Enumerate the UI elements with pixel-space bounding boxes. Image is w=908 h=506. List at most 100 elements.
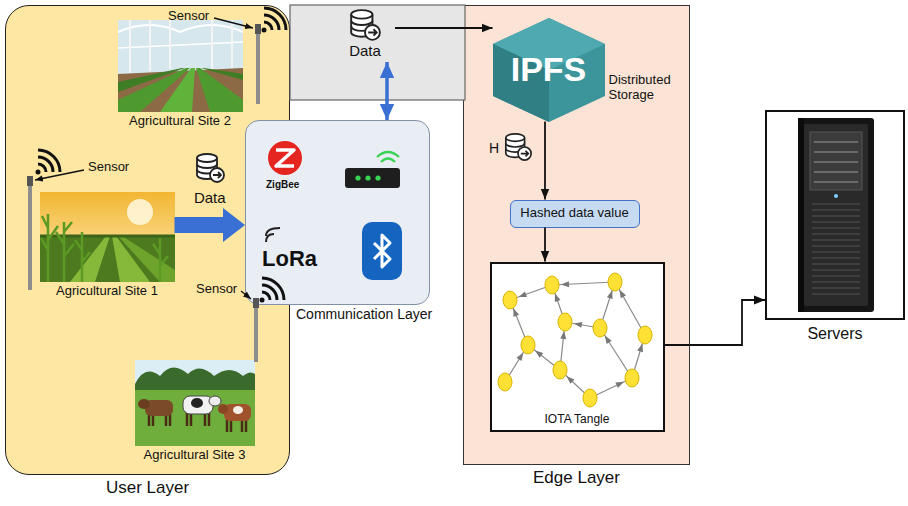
greenhouse-photo (196, 68, 243, 112)
text-slot: LoRa (262, 246, 317, 271)
lora-waves (266, 228, 280, 242)
cattle-photo (183, 396, 213, 414)
process-box: Hashed data value (510, 200, 640, 228)
text-slot: Edge Layer (464, 468, 689, 488)
tangle-box: IOTA Tangle (490, 262, 665, 432)
router-icon (375, 175, 380, 180)
cornfield-photo (56, 222, 74, 282)
zigbee-logo (276, 150, 294, 166)
cattle-photo (224, 404, 251, 421)
text-slot: H (489, 140, 499, 156)
data-label: Data (335, 42, 395, 59)
bluetooth-logo (374, 235, 390, 267)
box-label: Servers (757, 325, 908, 343)
greenhouse-photo (118, 25, 243, 32)
sensor-symbol (214, 8, 286, 104)
cornfield-photo (40, 235, 175, 238)
greenhouse-photo (130, 20, 232, 73)
server-tower (810, 132, 862, 190)
text-slot: Sensor (88, 160, 129, 175)
layer-label: Communication Layer (296, 306, 432, 322)
sensor-label: Sensor (88, 160, 129, 175)
sensor-symbol (27, 176, 33, 186)
router-icon (345, 152, 400, 188)
logo-text: LoRa (262, 246, 317, 271)
site-caption: Agricultural Site 3 (121, 448, 269, 463)
tangle-graph (625, 369, 639, 387)
data-panel (290, 5, 465, 100)
greenhouse-photo (118, 68, 190, 112)
layer-label: User Layer (6, 478, 289, 498)
cornfield-photo (75, 232, 90, 282)
sensor-symbol (253, 298, 259, 308)
data-panel (290, 5, 465, 100)
sensor-symbol (38, 150, 60, 172)
tangle-graph (615, 282, 645, 335)
sensor-symbol (262, 278, 284, 300)
text-slot: IOTA Tangle (492, 413, 663, 427)
site-picture: Agricultural Site 1 (40, 192, 175, 302)
tangle-graph (560, 370, 590, 398)
server-box: Servers (765, 110, 905, 320)
box-label: IOTA Tangle (492, 413, 663, 427)
cornfield-photo (40, 192, 175, 282)
tangle-graph (510, 300, 528, 345)
greenhouse-photo (118, 20, 243, 112)
text-slot: Agricultural Site 2 (104, 114, 257, 129)
flow-arrow (665, 300, 766, 345)
cornfield-photo (40, 236, 175, 282)
cattle-photo (135, 360, 255, 446)
data-flow-arrow (175, 208, 246, 242)
link-arrow (385, 62, 389, 120)
cattle-photo (218, 404, 228, 414)
server-tower (812, 204, 860, 294)
server-tower (834, 194, 838, 198)
cornfield-photo (70, 236, 110, 282)
sensor-symbol (256, 28, 260, 104)
hexagon-face (493, 18, 605, 122)
zigbee-logo (268, 141, 302, 175)
server-tower (814, 142, 858, 182)
greenhouse-photo (118, 68, 185, 92)
tangle-graph (632, 335, 645, 378)
router-icon (377, 152, 399, 162)
ipfs-hexagon: IPFSDistributed Storage (493, 18, 605, 122)
layer-label: Edge Layer (464, 468, 689, 488)
tangle-graph (600, 328, 632, 378)
site-picture: Agricultural Site 3 (135, 360, 255, 466)
sensor-symbol (36, 170, 41, 175)
flow-arrow (544, 122, 546, 200)
server-tower (798, 118, 874, 312)
database-icon (351, 10, 380, 40)
logo-text: IPFS (511, 50, 587, 89)
site-picture: Agricultural Site 2 (118, 20, 243, 132)
tangle-graph (528, 345, 560, 370)
tangle-graph (558, 313, 572, 331)
tangle-graph (590, 378, 632, 398)
zigbee-logo (268, 141, 302, 175)
tangle-graph (583, 389, 597, 407)
sensor-symbol (264, 8, 286, 30)
lora-waves (266, 228, 280, 242)
sensor-symbol (214, 18, 253, 28)
site-caption: Agricultural Site 1 (26, 284, 189, 299)
tangle-graph (498, 273, 652, 407)
greenhouse-photo (201, 68, 243, 80)
cattle-photo (191, 398, 203, 408)
tangle-graph (498, 273, 652, 407)
data-store: Data (335, 10, 395, 62)
text-slot: Data (160, 189, 260, 206)
cornfield-photo (127, 199, 153, 225)
logo-text: ZigBee (266, 179, 299, 191)
box-label: Hashed data value (520, 206, 628, 221)
cattle-photo (138, 399, 150, 409)
tangle-graph (552, 282, 615, 285)
server-tower (804, 124, 868, 306)
sensor-symbol (254, 302, 258, 362)
cornfield-photo (118, 236, 175, 282)
tangle-graph (498, 373, 512, 391)
cornfield-photo (153, 238, 168, 282)
router-icon (345, 168, 400, 188)
